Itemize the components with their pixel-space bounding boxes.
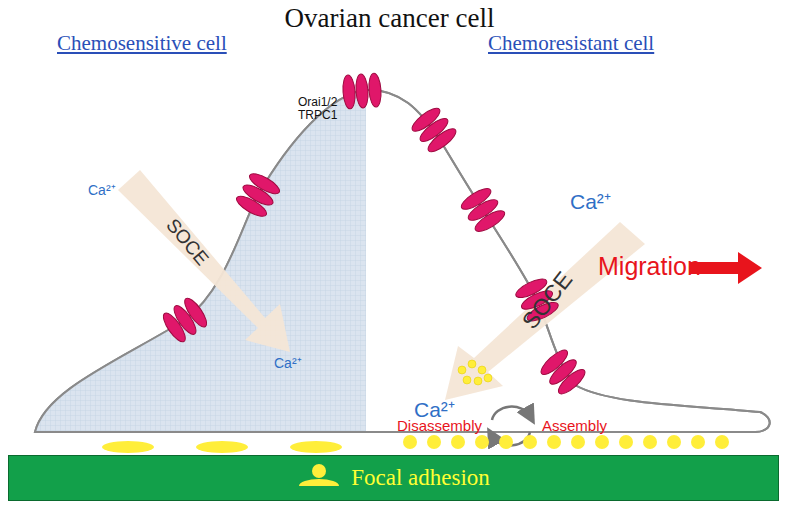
ion-label: Ca²⁺ (570, 190, 611, 213)
substrate-band: Focal adhesion (8, 455, 779, 501)
process-label: Assembly (542, 418, 607, 435)
section-heading: Chemosensitive cell (57, 32, 227, 55)
flux-label: SOCE (162, 215, 213, 270)
band-text: Focal adhesion (351, 461, 490, 495)
focal-adhesion-symbol (297, 462, 341, 494)
channel-label: Orai1/2 TRPC1 (298, 96, 346, 122)
process-label: Migration (598, 253, 701, 281)
section-heading: Chemoresistant cell (488, 32, 654, 55)
ion-label: Ca²⁺ (274, 356, 302, 371)
ion-label: Ca²⁺ (88, 183, 116, 198)
process-label: Disassembly (397, 418, 482, 435)
diagram-title: Ovarian cancer cell (0, 4, 783, 34)
